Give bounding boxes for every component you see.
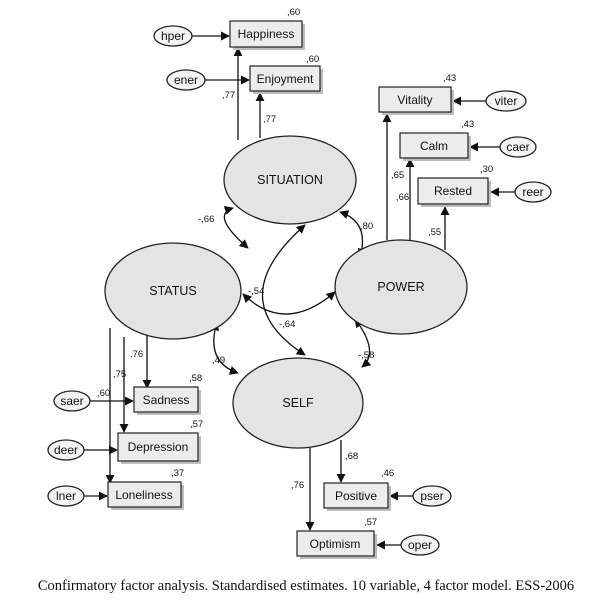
loading-label-loneliness: ,75: [113, 369, 126, 380]
indicator-positive: Positive: [323, 482, 391, 511]
error-pser: pser: [412, 485, 452, 507]
cfa-path-diagram: Happiness Enjoyment Vitality Calm Rested…: [47, 7, 552, 559]
error-oper-label: oper: [408, 538, 432, 552]
r2-loneliness: ,37: [171, 468, 184, 479]
corr-label-situation-power: ,80: [360, 221, 373, 232]
indicator-rested-label: Rested: [434, 184, 472, 198]
indicator-optimism: Optimism: [296, 530, 377, 559]
r2-calm: ,43: [461, 119, 474, 130]
error-oper: oper: [400, 534, 440, 556]
loading-label-vitality: ,65: [391, 170, 404, 181]
correlation-arc-power-self: [354, 318, 372, 368]
factor-power: POWER: [334, 239, 468, 335]
indicator-depression: Depression: [117, 432, 201, 464]
loading-label-positive: ,68: [345, 451, 358, 462]
error-caer-label: caer: [506, 140, 529, 154]
indicator-calm-label: Calm: [420, 139, 448, 153]
factor-self: SELF: [232, 357, 364, 449]
error-reer-label: reer: [522, 185, 543, 199]
indicator-calm: Calm: [399, 132, 471, 161]
indicator-enjoyment: Enjoyment: [249, 65, 323, 94]
error-viter-label: viter: [495, 94, 518, 108]
correlation-arc-situation-self: [261, 224, 306, 356]
loading-label-calm: ,66: [396, 192, 409, 203]
factor-status-label: STATUS: [149, 284, 196, 298]
indicator-happiness-label: Happiness: [238, 27, 295, 41]
indicator-enjoyment-label: Enjoyment: [257, 72, 314, 86]
error-hper: hper: [153, 25, 193, 47]
error-saer: saer: [53, 390, 91, 412]
error-pser-label: pser: [420, 489, 443, 503]
error-saer-label: saer: [60, 394, 83, 408]
corr-label-situation-self: -,64: [279, 319, 295, 330]
loading-label-sadness: ,76: [130, 349, 143, 360]
error-deer-label: deer: [54, 443, 78, 457]
factor-status: STATUS: [104, 242, 242, 340]
loading-label-enjoyment: ,77: [263, 114, 276, 125]
error-caer: caer: [499, 136, 537, 158]
r2-rested: ,30: [480, 164, 493, 175]
loading-label-happiness: ,77: [222, 90, 235, 101]
error-deer: deer: [47, 439, 85, 461]
r2-enjoyment: ,60: [306, 54, 319, 65]
factor-power-label: POWER: [377, 280, 424, 294]
r2-vitality: ,43: [443, 73, 456, 84]
indicator-happiness: Happiness: [229, 20, 305, 50]
error-lner: lner: [47, 485, 85, 507]
error-hper-label: hper: [161, 29, 185, 43]
indicator-depression-label: Depression: [128, 440, 189, 454]
error-ener: ener: [166, 69, 206, 91]
figure-caption: Confirmatory factor analysis. Standardis…: [37, 578, 575, 594]
r2-optimism: ,57: [364, 517, 377, 528]
error-reer: reer: [514, 181, 552, 203]
factor-situation-label: SITUATION: [257, 173, 323, 187]
factor-situation: SITUATION: [223, 135, 357, 225]
loading-label-rested: ,55: [428, 227, 441, 238]
error-ener-label: ener: [174, 73, 198, 87]
indicator-loneliness-label: Loneliness: [115, 488, 172, 502]
indicator-optimism-label: Optimism: [310, 537, 361, 551]
loading-label-optimism: ,76: [291, 480, 304, 491]
corr-label-status-situation: -,66: [198, 214, 214, 225]
corr-label-status-self: ,49: [212, 355, 225, 366]
correlation-arc-status-situation: [223, 206, 249, 249]
r2-sadness: ,58: [189, 373, 202, 384]
indicator-sadness-label: Sadness: [143, 393, 190, 407]
indicator-rested: Rested: [417, 177, 491, 207]
corr-label-status-power: -,54: [248, 286, 264, 297]
corr-label-power-self: -,58: [358, 350, 374, 361]
r2-depression: ,57: [190, 419, 203, 430]
factor-self-label: SELF: [282, 396, 314, 410]
indicator-sadness: Sadness: [133, 386, 201, 415]
indicator-loneliness: Loneliness: [107, 481, 184, 510]
correlation-arc-status-power: [242, 291, 336, 315]
loading-label-depression: ,60: [97, 388, 110, 399]
r2-happiness: ,60: [287, 7, 300, 18]
error-viter: viter: [485, 90, 527, 112]
r2-positive: ,46: [381, 468, 394, 479]
error-lner-label: lner: [56, 489, 76, 503]
indicator-vitality: Vitality: [378, 86, 454, 115]
indicator-vitality-label: Vitality: [397, 93, 432, 107]
indicator-positive-label: Positive: [335, 489, 377, 503]
